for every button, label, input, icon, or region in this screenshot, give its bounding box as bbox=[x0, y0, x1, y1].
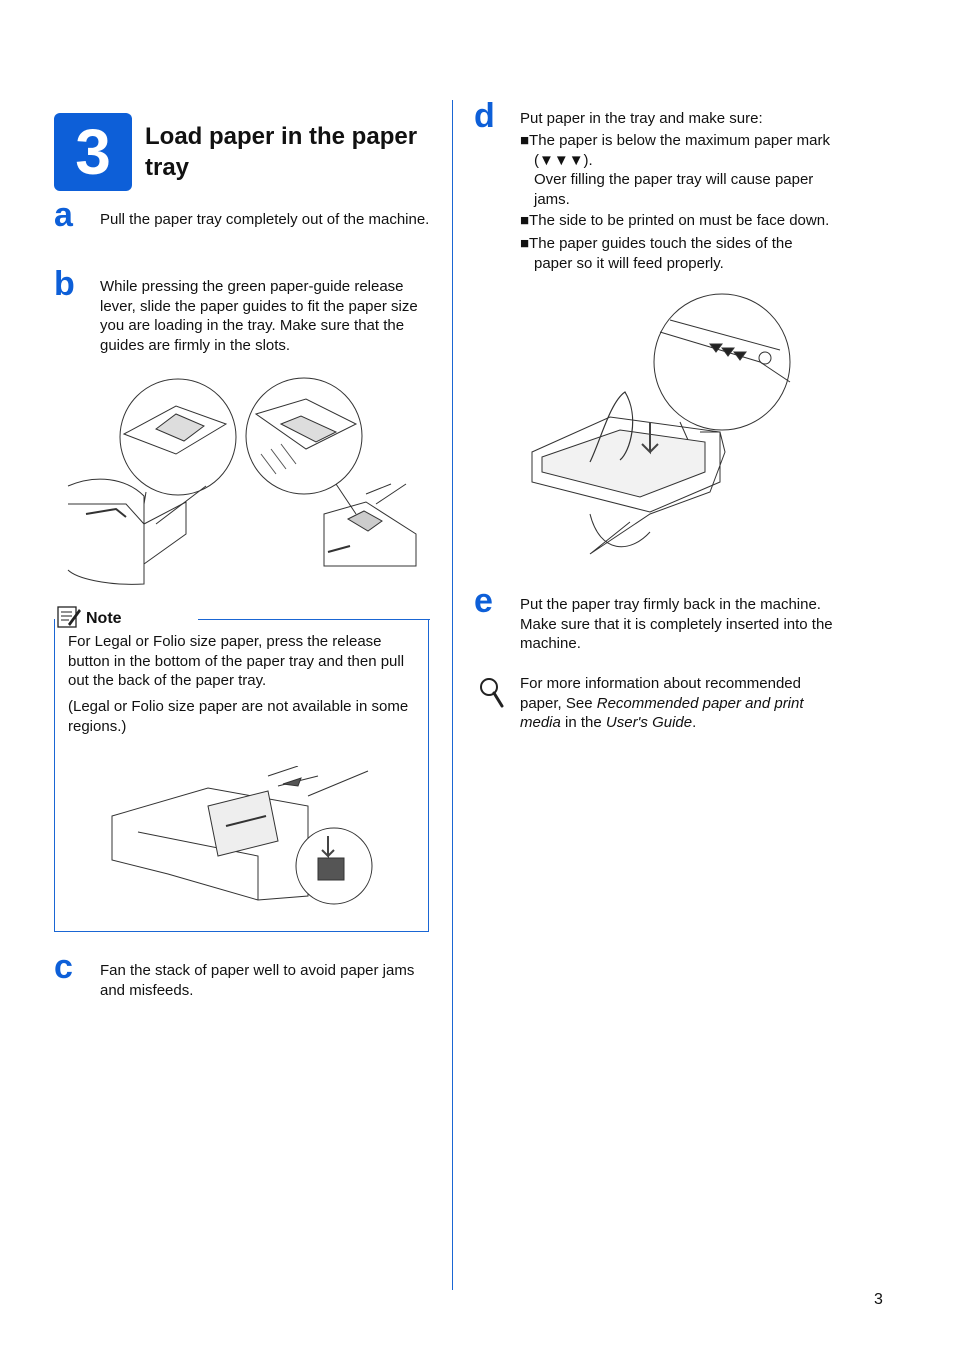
pencil-note-icon bbox=[57, 606, 81, 628]
step-e-text: Put the paper tray firmly back in the ma… bbox=[520, 596, 833, 652]
tray-extend-illustration bbox=[111, 766, 373, 905]
step-d-bullet-guides: ■The paper guides touch the sides of the… bbox=[520, 234, 870, 273]
step-letter-e: e bbox=[474, 582, 493, 620]
bullet-guides-line2: paper so it will feed properly. bbox=[534, 254, 724, 272]
bullet-max-mark-line1: ■The paper is below the maximum paper ma… bbox=[520, 132, 831, 149]
reference-suffix: . bbox=[692, 714, 697, 731]
column-divider bbox=[452, 100, 453, 1290]
step-letter-a: a bbox=[54, 196, 73, 234]
step-letter-b: b bbox=[54, 265, 75, 303]
step-b-text: While pressing the green paper-guide rel… bbox=[100, 278, 418, 354]
paper-guide-illustration bbox=[67, 377, 417, 585]
bullet-max-mark-line4: jams. bbox=[534, 190, 570, 208]
step-c-text: Fan the stack of paper well to avoid pap… bbox=[100, 962, 415, 999]
magnifier-icon bbox=[480, 678, 504, 708]
step-letter-c: c bbox=[54, 948, 73, 986]
step-number-badge: 3 bbox=[54, 113, 132, 191]
bullet-max-mark-line2: (▼▼▼). bbox=[534, 151, 593, 169]
step-d-bullet-max-mark: ■The paper is below the maximum paper ma… bbox=[520, 131, 870, 209]
note-label: Note bbox=[86, 610, 122, 627]
step-letter-d: d bbox=[474, 97, 495, 135]
reference-link-paper: Recommended paper and print media bbox=[520, 694, 804, 732]
page-number: 3 bbox=[874, 1291, 883, 1308]
step-d-bullet-face-down: ■The side to be printed on must be face … bbox=[520, 212, 830, 229]
reference-prefix: For more information about recommended p… bbox=[520, 675, 801, 712]
bullet-guides-line1: ■The paper guides touch the sides of the bbox=[520, 235, 793, 252]
note-text: For Legal or Folio size paper, press the… bbox=[68, 633, 405, 689]
note-region-text: (Legal or Folio size paper are not avail… bbox=[68, 698, 409, 735]
note-top-rule bbox=[198, 619, 430, 620]
reference-middle: in the bbox=[560, 714, 606, 731]
step-d-intro: Put paper in the tray and make sure: bbox=[520, 110, 763, 127]
note-box bbox=[54, 619, 429, 932]
reference-text: For more information about recommended p… bbox=[520, 674, 840, 733]
bullet-max-mark-line3: Over filling the paper tray will cause p… bbox=[534, 171, 814, 188]
step-title: Load paper in the paper tray bbox=[145, 123, 418, 181]
paper-loading-illustration bbox=[531, 293, 791, 555]
step-a-text: Pull the paper tray completely out of th… bbox=[100, 211, 430, 228]
reference-link-guide: User's Guide bbox=[605, 714, 693, 731]
